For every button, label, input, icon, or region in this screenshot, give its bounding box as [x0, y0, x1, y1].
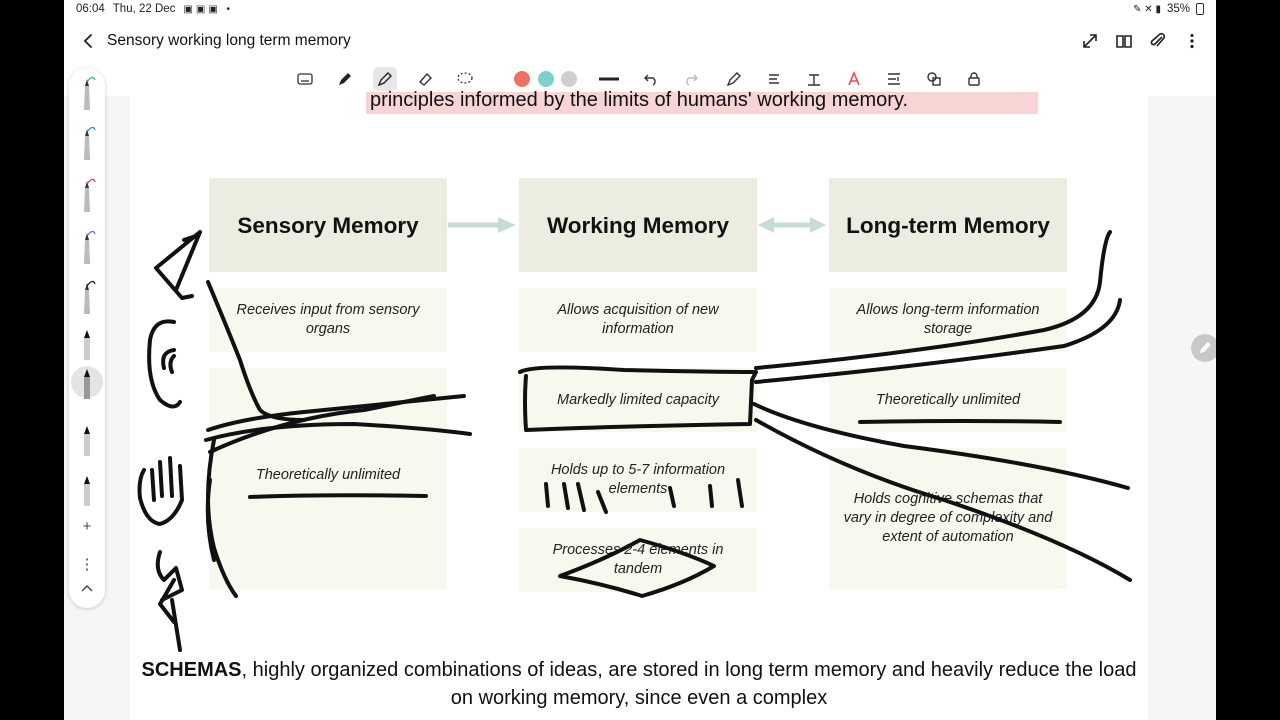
highlighter-icon[interactable] [373, 67, 397, 91]
working-cell-2: Markedly limited capacity [519, 368, 757, 432]
eraser-icon[interactable] [413, 67, 437, 91]
marker-preset-2[interactable] [75, 420, 99, 460]
arrow-working-long-term [758, 217, 826, 233]
arrow-sensory-to-working [448, 217, 516, 233]
keyboard-icon[interactable] [293, 67, 317, 91]
battery-level: 35% [1166, 3, 1190, 15]
back-icon[interactable] [76, 29, 100, 53]
add-pen-icon[interactable]: + [82, 517, 92, 535]
pen-preset-purple[interactable] [75, 228, 99, 268]
working-cell-4: Processes 2-4 elements in tandem [519, 528, 757, 592]
pen-preset-teal[interactable] [75, 74, 99, 114]
more-options-icon[interactable] [1180, 29, 1204, 53]
lock-icon[interactable] [962, 67, 986, 91]
marker-preset-3[interactable] [75, 470, 99, 510]
working-cell-3: Holds up to 5-7 information elements [519, 448, 757, 512]
battery-icon [1196, 3, 1204, 15]
lasso-icon[interactable] [453, 67, 477, 91]
insert-text-icon[interactable] [882, 67, 906, 91]
pen-icon[interactable] [333, 67, 357, 91]
handwriting-icon[interactable] [842, 67, 866, 91]
attach-icon[interactable] [1146, 29, 1170, 53]
status-bar: 06:04 Thu, 22 Dec ▣▣▣ • ✎ ✕ ▮ 35% [64, 0, 1216, 20]
schemas-bold: SCHEMAS [141, 659, 242, 681]
heading-highlight [366, 92, 1038, 114]
working-memory-title: Working Memory [519, 178, 757, 272]
color-swatch-red[interactable] [514, 71, 530, 87]
title-bar: Sensory working long term memory [64, 20, 1216, 62]
sensory-cell-1: Receives input from sensory organs [209, 288, 447, 352]
more-pens-icon[interactable]: ⋮ [79, 556, 95, 573]
long-term-memory-title: Long-term Memory [829, 178, 1067, 272]
signal-icon: ✎ ✕ ▮ [1133, 3, 1161, 15]
floating-pen-button[interactable] [1191, 334, 1216, 362]
redo-icon[interactable] [679, 67, 703, 91]
pen-sidebar: + ⋮ [69, 68, 105, 608]
marker-preset-1[interactable] [75, 324, 99, 364]
long-term-cell-1: Allows long-term information storage [829, 288, 1067, 352]
sensory-memory-title: Sensory Memory [209, 178, 447, 272]
sensory-cell-2 [209, 368, 447, 432]
pen-settings-icon[interactable] [722, 67, 746, 91]
color-swatch-teal[interactable] [538, 71, 554, 87]
notification-icons: ▣▣▣ • [183, 3, 234, 15]
book-icon[interactable] [1112, 29, 1136, 53]
long-term-cell-3: Holds cognitive schemas that vary in deg… [829, 448, 1067, 589]
undo-icon[interactable] [639, 67, 663, 91]
notes-app: 06:04 Thu, 22 Dec ▣▣▣ • ✎ ✕ ▮ 35% Sensor… [64, 0, 1216, 720]
pen-preset-blue[interactable] [75, 124, 99, 164]
document-title: Sensory working long term memory [107, 32, 351, 49]
color-swatch-grey[interactable] [561, 71, 577, 87]
status-date: Thu, 22 Dec [112, 3, 176, 15]
sensory-cell-3: Theoretically unlimited [209, 432, 447, 589]
shapes-icon[interactable] [922, 67, 946, 91]
expand-icon[interactable] [1078, 29, 1102, 53]
note-page[interactable]: principles informed by the limits of hum… [130, 89, 1148, 720]
collapse-icon[interactable] [75, 576, 99, 600]
stroke-width-icon[interactable] [597, 67, 621, 91]
marker-preset-selected[interactable] [75, 363, 99, 403]
text-tool-icon[interactable] [802, 67, 826, 91]
long-term-cell-2: Theoretically unlimited [829, 368, 1067, 432]
pen-preset-magenta[interactable] [75, 176, 99, 216]
schemas-paragraph: SCHEMAS, highly organized combinations o… [130, 656, 1148, 712]
schemas-rest: , highly organized combinations of ideas… [241, 659, 1137, 709]
status-time: 06:04 [76, 3, 105, 15]
working-cell-1: Allows acquisition of new information [519, 288, 757, 352]
pen-preset-black[interactable] [75, 278, 99, 318]
heading-fragment: principles informed by the limits of hum… [369, 89, 909, 111]
drawing-toolbar [64, 62, 1216, 96]
text-align-icon[interactable] [762, 67, 786, 91]
